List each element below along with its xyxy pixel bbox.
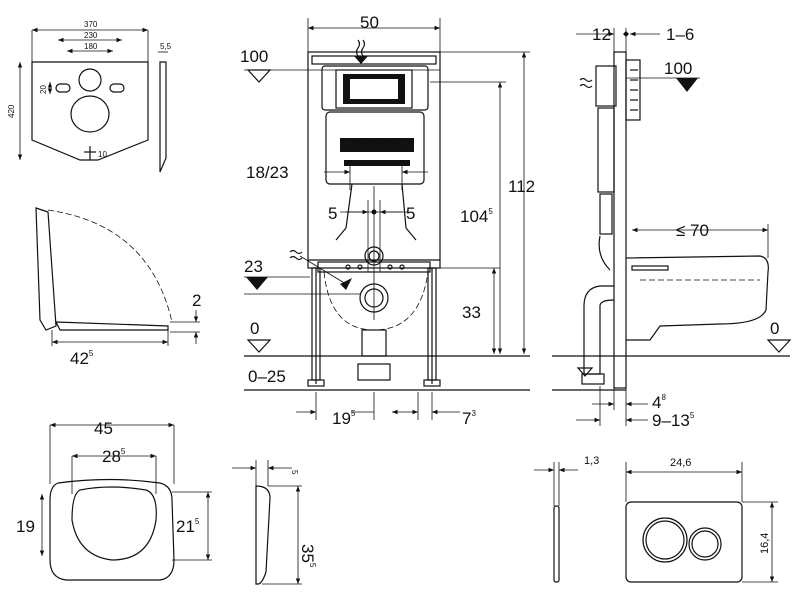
dim-112: 112 xyxy=(508,177,535,196)
dim-19: 19 xyxy=(16,517,35,536)
flush-plate-side xyxy=(534,462,578,583)
dim-42-5: 425 xyxy=(70,349,94,368)
dim-180: 180 xyxy=(84,42,98,51)
dim-28-5: 285 xyxy=(102,447,126,466)
dim-370: 370 xyxy=(84,20,98,29)
dim-19-5: 195 xyxy=(332,409,356,428)
level-0-left: 0 xyxy=(250,319,259,338)
dim-5-left: 5 xyxy=(328,204,337,223)
dim-24-6: 24,6 xyxy=(670,457,691,469)
dim-230: 230 xyxy=(84,31,98,40)
dim-45: 45 xyxy=(94,419,113,438)
seat-side-view xyxy=(35,207,200,346)
frame-front-dims xyxy=(244,18,530,420)
dim-50: 50 xyxy=(360,13,379,32)
level-100-right: 100 xyxy=(664,59,692,78)
dim-33: 33 xyxy=(462,303,481,322)
dim-le-70: ≤ 70 xyxy=(676,221,709,240)
dim-9-13-5: 9–135 xyxy=(652,411,695,430)
geberit-logo: GEBERIT xyxy=(354,140,403,152)
dim-0-25: 0–25 xyxy=(248,367,286,386)
sound-insulation-mat xyxy=(17,27,168,173)
frame-side-view xyxy=(552,28,792,426)
dim-20: 20 xyxy=(39,85,48,94)
lid-top-view xyxy=(39,422,212,581)
dim-7-3: 73 xyxy=(462,409,476,428)
level-0-right: 0 xyxy=(770,319,779,338)
dim-5-lid: 5 xyxy=(290,470,299,475)
dim-18-23: 18/23 xyxy=(246,163,289,182)
frame-front-view: GEBERIT xyxy=(289,39,441,387)
dim-104-5: 1045 xyxy=(460,207,493,226)
dim-21-5: 215 xyxy=(176,517,200,536)
dim-1-6: 1–6 xyxy=(666,25,694,44)
dim-35-5: 355 xyxy=(298,544,317,568)
dim-5-right: 5 xyxy=(406,204,415,223)
dim-2: 2 xyxy=(192,291,201,310)
dim-4-8: 48 xyxy=(652,393,666,412)
dim-16-4: 16,4 xyxy=(759,533,771,554)
dim-1-3: 1,3 xyxy=(584,455,599,467)
level-23: 23 xyxy=(244,257,263,276)
dim-10: 10 xyxy=(98,150,107,159)
dim-5-5: 5,5 xyxy=(160,42,172,51)
flush-plate-front xyxy=(625,462,778,583)
lid-side-view xyxy=(232,460,302,585)
level-100-left: 100 xyxy=(240,47,268,66)
dim-420: 420 xyxy=(7,104,16,118)
dim-12: 12 xyxy=(592,25,611,44)
